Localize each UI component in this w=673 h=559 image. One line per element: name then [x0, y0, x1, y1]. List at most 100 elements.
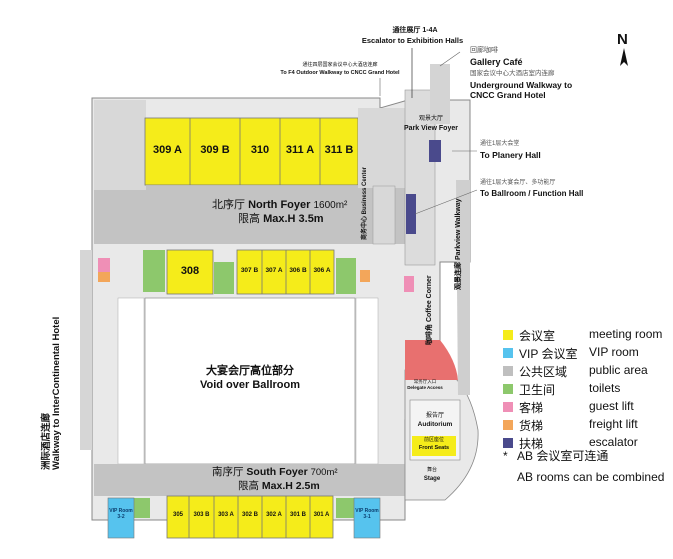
room-302b: 302 B: [241, 512, 258, 518]
room-301a: 301 A: [313, 512, 330, 518]
combine-note-cn: AB 会议室可连通: [517, 449, 609, 463]
auditorium-en: Auditorium: [417, 421, 453, 428]
room-303a: 303 A: [218, 512, 234, 518]
underground-callout-cn: 国家会议中心大酒店室内连廊: [470, 70, 555, 77]
north-foyer-area: [94, 186, 406, 244]
legend-cn-escalator: 扶梯: [519, 437, 544, 451]
combine-note-cn-line: * AB 会议室可连通: [503, 447, 671, 464]
north-height-en: Max.H 3.5m: [263, 213, 324, 225]
parkview-walkway: [456, 180, 470, 395]
room-308: 308: [180, 265, 200, 277]
legend-swatch-toilets: [503, 384, 513, 394]
legend-cn-vip-room: VIP 会议室: [519, 347, 578, 361]
map-legend: 会议室 meeting room VIP 会议室 VIP room 公共区域 p…: [503, 326, 671, 452]
legend-freight-lift: 货梯 freight lift: [503, 416, 671, 434]
legend-swatch-guest-lift: [503, 402, 513, 412]
legend-swatch-meeting-room: [503, 330, 513, 340]
room-310: 310: [250, 144, 270, 156]
underground-callout-en1: Underground Walkway to: [470, 80, 573, 90]
legend-meeting-room: 会议室 meeting room: [503, 326, 671, 344]
legend-toilets: 卫生间 toilets: [503, 380, 671, 398]
north-corridor: [94, 100, 146, 190]
room-306b: 306 B: [289, 267, 307, 274]
intercontinental-walkway: [80, 250, 92, 450]
delegate-access-cn: 常务厅入口: [413, 379, 437, 384]
cafe-callout-cn: 回廊咖啡: [470, 47, 498, 54]
room-block-306-307: [236, 249, 335, 295]
escalator-callout-en: Escalator to Exhibition Halls: [361, 36, 464, 45]
void-west-strip: [117, 297, 145, 465]
north-arrow-icon: [620, 48, 628, 66]
room-307a: 307 A: [265, 267, 283, 274]
void-label-cn: 大宴会厅高位部分: [206, 365, 294, 377]
cafe-callout-en: Gallery Café: [470, 57, 523, 67]
delegate-access: [405, 340, 458, 380]
legend-cn-public-area: 公共区域: [519, 365, 568, 379]
underground-callout-en2: CNCC Grand Hotel: [470, 90, 546, 100]
north-foyer-label: 北序厅 North Foyer 1600m²: [212, 199, 348, 212]
legend-escalator: 扶梯 escalator: [503, 434, 671, 452]
north-height-cn: 限高: [238, 213, 260, 225]
stage-cn: 舞台: [426, 467, 437, 473]
legend-vip-room: VIP 会议室 VIP room: [503, 344, 671, 362]
vip-room-3-1-label: VIP Room 3-1: [355, 508, 379, 520]
parkview-walkway-label: 观景连廊 Parkview Walkway: [455, 198, 462, 290]
north-foyer-cn: 北序厅: [212, 199, 245, 211]
room-block-309-311: [144, 117, 359, 186]
business-center-cn: 商务中心: [362, 215, 368, 240]
f4-callout-cn: 通往四层国家会议中心大酒店连廊: [302, 62, 378, 68]
south-foyer-en: South Foyer: [246, 466, 308, 478]
legend-cn-guest-lift: 客梯: [519, 401, 544, 415]
room-307b: 307 B: [240, 267, 259, 274]
vip-room-3-2-label: VIP Room 3-2: [109, 508, 133, 520]
room-311a: 311 A: [285, 144, 315, 156]
room-302a: 302 A: [266, 512, 282, 518]
legend-cn-meeting-room: 会议室: [519, 329, 556, 343]
escalator-callout-cn: 通往展厅 1-4A: [392, 27, 438, 34]
stage-en: Stage: [423, 476, 441, 482]
front-seats-en: Front Seats: [418, 445, 450, 451]
south-foyer-label: 南序厅 South Foyer 700m²: [212, 466, 338, 478]
room-303b: 303 B: [193, 512, 210, 518]
coffee-corner-cn: 咖啡角: [426, 324, 433, 345]
legend-en-guest-lift: guest lift: [589, 399, 634, 413]
legend-public-area: 公共区域 public area: [503, 362, 671, 380]
north-foyer-size: 1600m²: [313, 200, 348, 211]
guest-lift-2: [404, 276, 414, 292]
legend-en-meeting-room: meeting room: [589, 327, 663, 341]
vip-room-3-2: [107, 497, 135, 539]
legend-en-freight-lift: freight lift: [589, 417, 638, 431]
freight-lift-2: [360, 270, 370, 282]
legend-guest-lift: 客梯 guest lift: [503, 398, 671, 416]
front-seats-cn: 前区座位: [423, 437, 444, 443]
parkview-callout-en: Park View Foyer: [404, 125, 458, 132]
business-center-en: Business Center: [362, 166, 368, 215]
room-309a: 309 A: [153, 144, 182, 156]
toilets-1: [143, 250, 165, 292]
legend-swatch-escalator: [503, 438, 513, 448]
legend-en-vip-room: VIP room: [589, 345, 639, 359]
legend-swatch-vip-room: [503, 348, 513, 358]
room-301b: 301 B: [289, 512, 306, 518]
combine-note-star: *: [503, 449, 508, 463]
legend-en-toilets: toilets: [589, 381, 621, 395]
parkview-callout-cn: 观景大厅: [418, 116, 443, 122]
room-311b: 311 B: [324, 144, 354, 156]
business-center-label: 商务中心 Business Center: [362, 167, 368, 240]
room-305: 305: [172, 512, 183, 518]
escalator-top: [429, 140, 441, 162]
front-seats: [412, 436, 456, 456]
parkview-walkway-cn: 观景连廊: [455, 262, 462, 290]
legend-cn-freight-lift: 货梯: [519, 419, 544, 433]
coffee-corner-en: Coffee Corner: [426, 275, 433, 323]
combine-note: *AB 会议室可连通 AB rooms can be combined: [503, 447, 671, 484]
business-center-strip: [372, 185, 396, 245]
walkway-en: Walkway to InterContinental Hotel: [50, 316, 62, 470]
void-label-en: Void over Ballroom: [199, 379, 301, 391]
south-foyer-area: [94, 464, 406, 496]
north-foyer-en: North Foyer: [248, 199, 311, 211]
south-height-en: Max.H 2.5m: [261, 480, 320, 492]
parkview-walkway-en: Parkview Walkway: [455, 198, 462, 261]
